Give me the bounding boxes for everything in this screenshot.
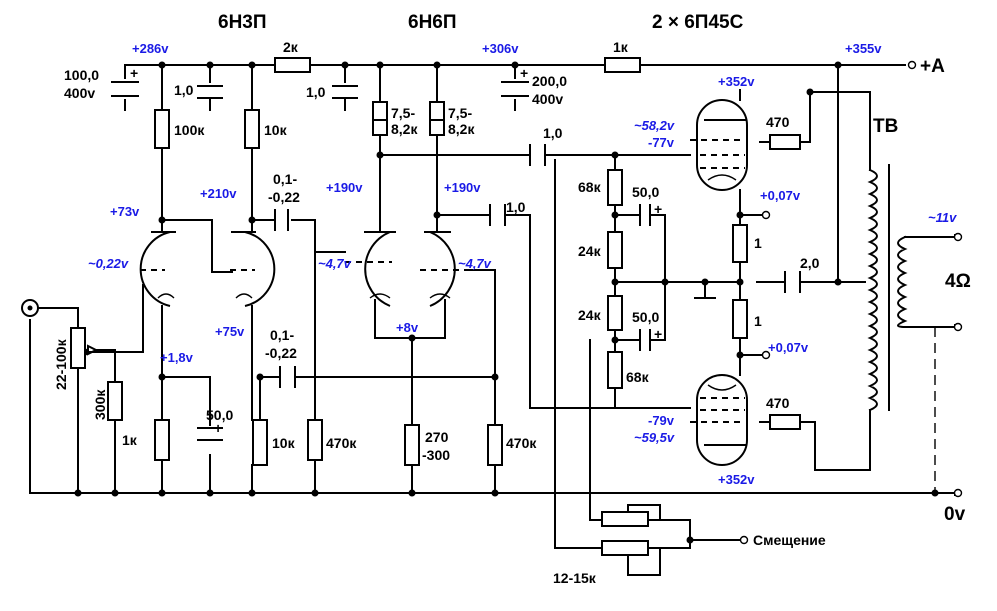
label-r-470-a: 470 [766,114,790,130]
volt-352-top: +352v [718,74,755,89]
label-c-1-c: 1,0 [543,125,563,141]
label-0v: 0v [944,504,966,525]
label-c-022-b: -0,22 [265,345,297,361]
label-r-10k-b: 10к [272,435,296,451]
label-r-1-b: 1 [754,313,762,329]
label-c-200v: 400v [532,91,563,107]
signal-4-7-a: ~4,7v [318,256,352,271]
label-r-24k-b: 24к [578,307,602,323]
signal-59-5: ~59,5v [634,430,675,445]
label-r-24k-a: 24к [578,243,602,259]
plus-mark-c200: + [520,65,528,81]
volt-007-b: +0,07v [768,340,809,355]
label-r-470k-a: 470к [326,435,357,451]
voltage-labels: +286v +306v +355v +352v +352v +73v +210v… [110,41,882,487]
tube-title-v3: 2 × 6П45С [652,12,744,33]
plus-mark-c50c: + [654,326,662,342]
label-c-200: 200,0 [532,73,567,89]
label-r-82-a: 8,2к [391,121,418,137]
label-c-50-c: 50,0 [632,309,659,325]
tube-v1 [139,231,276,307]
label-r-300k: 300к [92,389,108,420]
label-tv: ТВ [873,116,898,137]
volt-1-8: +1,8v [160,350,194,365]
output-transformer [867,164,908,412]
label-pot-22-100k: 22-100к [53,338,69,390]
label-4-ohm: 4Ω [945,271,971,292]
tube-title-v2: 6Н6П [408,12,457,33]
volt-007-a: +0,07v [760,188,801,203]
signal-labels: ~0,22v ~4,7v ~4,7v ~58,2v ~59,5v ~11v [88,118,957,445]
label-r-470-b: 470 [766,395,790,411]
label-c-2: 2,0 [800,255,820,271]
label-plus-a: +А [920,56,945,77]
junctions [74,61,939,544]
volt-8: +8v [396,320,419,335]
label-pot-12-15k: 12-15к [553,570,597,586]
volt-286: +286v [132,41,169,56]
tube-title-v1: 6Н3П [218,12,267,33]
label-r-1k-top: 1к [613,39,629,55]
tube-titles: 6Н3П 6Н6П 2 × 6П45С [218,12,744,33]
tube-v3-bottom [690,374,748,466]
volt-355: +355v [845,41,882,56]
capacitors [111,81,801,441]
label-r-68k-a: 68к [578,179,602,195]
label-c-100: 100,0 [64,67,99,83]
label-c-50-a: 50,0 [206,407,233,423]
label-bias: Смещение [753,532,826,548]
tube-v3-top [690,99,748,191]
volt-190-a: +190v [326,180,363,195]
label-c-01-b: 0,1- [270,327,294,343]
signal-4-7-b: ~4,7v [458,256,492,271]
label-c-022-a: -0,22 [268,189,300,205]
volt-minus-77: -77v [648,135,675,150]
terminals [21,60,963,545]
label-r-10k-a: 10к [264,122,288,138]
volt-210: +210v [200,186,237,201]
label-c-1-b: 1,0 [306,84,326,100]
volt-190-b: +190v [444,180,481,195]
component-labels: 2к 1к 100к 10к 7,5- 8,2к 7,5- 8,2к 68к 2… [53,39,820,586]
label-r-470k-b: 470к [506,435,537,451]
label-r-75-a: 7,5- [391,105,415,121]
label-r-300: -300 [422,447,450,463]
label-c-1-d: 1,0 [506,199,526,215]
label-r-75-b: 7,5- [448,105,472,121]
misc-labels: +А ТВ 4Ω 0v Смещение [753,56,971,548]
volt-352-bottom: +352v [718,472,755,487]
label-r-82-b: 8,2к [448,121,475,137]
label-r-68k-b: 68к [626,369,650,385]
label-r-100k: 100к [174,122,205,138]
plus-mark-c50a: + [214,420,222,436]
signal-58-2: ~58,2v [634,118,675,133]
label-r-1-a: 1 [754,235,762,251]
plus-mark-c50b: + [654,201,662,217]
signal-0-22: ~0,22v [88,256,129,271]
label-r-2k: 2к [283,39,299,55]
label-c-50-b: 50,0 [632,184,659,200]
label-c-1-a: 1,0 [174,82,194,98]
signal-11: ~11v [928,210,957,225]
plus-mark-c100: + [130,65,138,81]
resistors [70,57,801,564]
label-c-100v: 400v [64,85,95,101]
label-c-01-a: 0,1- [273,171,297,187]
volt-73: +73v [110,204,140,219]
volt-306: +306v [482,41,519,56]
label-r-1k-cath: 1к [122,432,138,448]
volt-75: +75v [215,324,245,339]
volt-minus-79: -79v [648,413,675,428]
label-r-270: 270 [425,429,449,445]
tube-v2 [345,231,470,307]
wires [29,64,956,576]
